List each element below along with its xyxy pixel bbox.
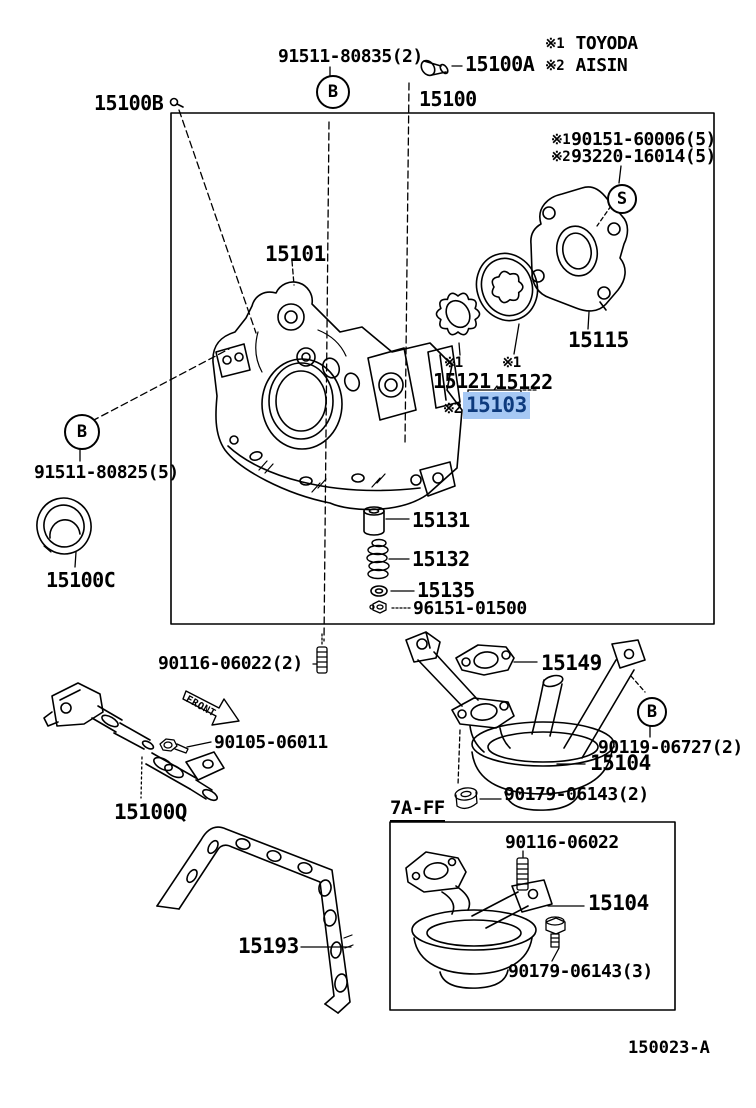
- bolt-90105-drawing: [159, 738, 189, 754]
- drive-rotor-drawing: [435, 292, 481, 336]
- dashed-leader-lines: [91, 82, 646, 799]
- part-label-15104[interactable]: 15104: [590, 751, 651, 775]
- part-prefix-15122: ※1: [502, 355, 521, 371]
- main-assembly-box: [170, 112, 715, 625]
- part-label-15115[interactable]: 15115: [568, 328, 629, 352]
- part-label-15131[interactable]: 15131: [412, 508, 470, 532]
- part-label-15100q[interactable]: 15100Q: [114, 800, 187, 824]
- part-label-90105[interactable]: 90105-06011: [214, 732, 328, 753]
- part-label-91511-80835[interactable]: 91511-80835(2): [278, 46, 423, 67]
- oil-seal-drawing: [36, 497, 92, 555]
- oil-pump-body-drawing: [212, 281, 463, 511]
- supplier-name-aisin: AISIN: [575, 55, 628, 76]
- part-label-15104-inner[interactable]: 15104: [588, 891, 649, 915]
- relief-spring-drawing: [366, 538, 390, 580]
- part-label-90116-06022-2[interactable]: 90116-06022(2): [158, 653, 303, 674]
- part-label-93220[interactable]: ※293220-16014(5): [551, 146, 716, 167]
- part-label-15100[interactable]: 15100: [419, 87, 477, 111]
- page-code: 150023-A: [628, 1038, 710, 1058]
- marker-b-top: B: [316, 75, 350, 109]
- part-label-15121[interactable]: 15121: [433, 369, 491, 393]
- oil-strainer-inner-drawing: [405, 851, 553, 989]
- supplier-name-toyoda: TOYODA: [575, 33, 639, 54]
- part-label-90116-inner[interactable]: 90116-06022: [505, 832, 619, 853]
- marker-s: S: [607, 184, 637, 214]
- note-prefix-2: ※2: [545, 58, 565, 74]
- part-label-15100c[interactable]: 15100C: [46, 568, 116, 592]
- part-label-15103-highlighted[interactable]: 15103: [463, 392, 530, 419]
- part-prefix-15103: ※2: [443, 401, 462, 417]
- part-prefix-93220: ※2: [551, 149, 571, 165]
- variant-7aff-label: 7A-FF: [390, 797, 445, 822]
- part-label-15149[interactable]: 15149: [541, 651, 602, 675]
- part-label-15100a[interactable]: 15100A: [465, 52, 535, 76]
- driven-rotor-drawing: [475, 252, 539, 322]
- oil-strainer-drawing: [405, 631, 646, 811]
- part-label-91511-80825[interactable]: 91511-80825(5): [34, 462, 179, 483]
- part-prefix-15121: ※1: [444, 355, 463, 371]
- crank-sensor-drawing: [43, 682, 225, 802]
- part-label-96151[interactable]: 96151-01500: [413, 598, 527, 619]
- plug-90179-2-drawing: [454, 787, 478, 810]
- part-label-90151[interactable]: ※190151-60006(5): [551, 129, 716, 150]
- part-prefix-90151: ※1: [551, 132, 571, 148]
- stud-90116-2-drawing: [316, 646, 328, 674]
- nut-96151-drawing: [369, 600, 387, 614]
- part-label-15193[interactable]: 15193: [238, 934, 299, 958]
- part-label-90179-2[interactable]: 90179-06143(2): [504, 784, 649, 805]
- leader-lines: [74, 65, 651, 962]
- timing-gasket-drawing: [156, 826, 354, 1014]
- part-label-15101[interactable]: 15101: [265, 242, 326, 266]
- supplier-note-line1: ※1 TOYODA: [545, 35, 638, 53]
- relief-piston-drawing: [363, 506, 385, 536]
- part-label-15122[interactable]: 15122: [495, 370, 553, 394]
- marker-b-bottom-right: B: [637, 697, 667, 727]
- spring-seat-drawing: [370, 585, 388, 597]
- front-arrow: [182, 690, 240, 726]
- part-label-90179-3[interactable]: 90179-06143(3): [508, 961, 653, 982]
- screw-15100b-drawing: [169, 97, 184, 108]
- bolt-90179-3-drawing: [545, 916, 566, 948]
- plug-15100a-drawing: [420, 59, 449, 77]
- supplier-note-line2: ※2 AISIN: [545, 55, 628, 76]
- part-label-15135[interactable]: 15135: [417, 578, 475, 602]
- marker-b-left: B: [64, 414, 100, 450]
- pump-cover-drawing: [530, 186, 629, 312]
- part-label-15132[interactable]: 15132: [412, 547, 470, 571]
- variant-7aff-box: [389, 821, 676, 1011]
- part-label-15100b[interactable]: 15100B: [94, 91, 164, 115]
- part-label-90119[interactable]: 90119-06727(2): [598, 737, 743, 758]
- stud-90116-inner-drawing: [516, 857, 529, 891]
- note-prefix-1: ※1: [545, 36, 565, 52]
